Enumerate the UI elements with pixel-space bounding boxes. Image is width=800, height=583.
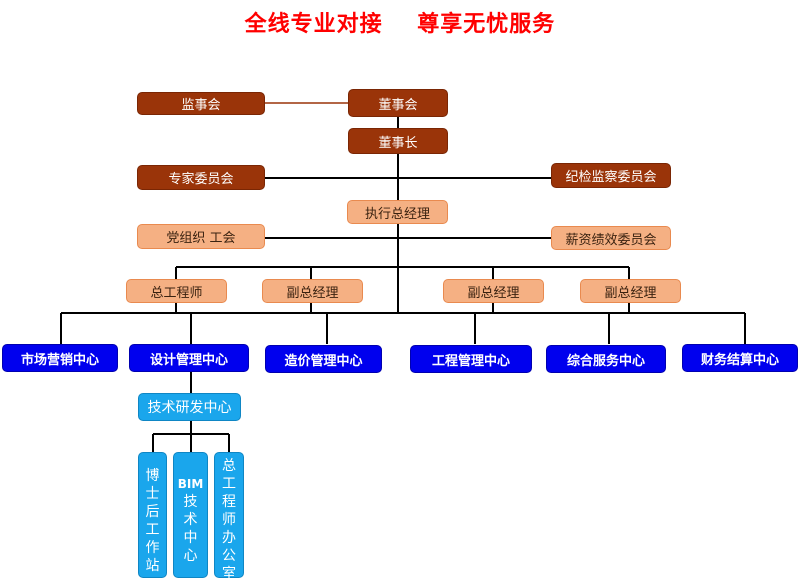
expert-committee-node[interactable]: 专家委员会 bbox=[137, 165, 265, 190]
node-label-char: 公 bbox=[222, 548, 236, 564]
center-general-services-node[interactable]: 综合服务中心 bbox=[546, 345, 666, 373]
node-label-char: BIM bbox=[177, 477, 204, 491]
node-label-char: 博 bbox=[145, 468, 160, 484]
node-label: 综合服务中心 bbox=[566, 353, 645, 369]
node-label: 设计管理中心 bbox=[149, 352, 228, 368]
node-label-char: 作 bbox=[145, 540, 160, 556]
node-label-char: 室 bbox=[222, 566, 236, 582]
node-label: 监事会 bbox=[181, 98, 221, 113]
center-marketing-node[interactable]: 市场营销中心 bbox=[2, 344, 118, 372]
node-label-char: 技 bbox=[183, 494, 198, 510]
node-label: 副总经理 bbox=[467, 285, 520, 301]
node-label: 董事会 bbox=[378, 97, 418, 113]
node-label-char: 后 bbox=[145, 504, 160, 520]
chief-engineer-office-node[interactable]: 总 工 程 师 办 公 室 bbox=[214, 452, 244, 582]
node-label: 纪检监察委员会 bbox=[565, 170, 657, 185]
rd-center-node[interactable]: 技术研发中心 bbox=[138, 393, 241, 421]
node-label: 专家委员会 bbox=[168, 172, 234, 187]
node-label-char: 工 bbox=[222, 476, 236, 492]
node-label: 副总经理 bbox=[604, 285, 657, 301]
node-label-char: 站 bbox=[145, 558, 160, 574]
compensation-committee-node[interactable]: 薪资绩效委员会 bbox=[551, 226, 671, 250]
node-label: 董事长 bbox=[378, 135, 418, 151]
bim-center-node[interactable]: BIM 技 术 中 心 bbox=[173, 452, 208, 578]
supervisory-board-node[interactable]: 监事会 bbox=[137, 92, 265, 115]
center-finance-node[interactable]: 财务结算中心 bbox=[682, 344, 798, 372]
deputy-gm-node[interactable]: 副总经理 bbox=[262, 279, 363, 303]
chief-engineer-node[interactable]: 总工程师 bbox=[126, 279, 227, 303]
center-engineering-node[interactable]: 工程管理中心 bbox=[410, 345, 532, 373]
node-label: 技术研发中心 bbox=[147, 400, 232, 416]
node-label-char: 中 bbox=[183, 530, 198, 546]
node-label-char: 师 bbox=[222, 512, 236, 528]
node-label-char: 总 bbox=[222, 458, 236, 474]
party-union-node[interactable]: 党组织 工会 bbox=[137, 224, 265, 249]
node-label: 薪资绩效委员会 bbox=[565, 232, 657, 248]
node-label: 工程管理中心 bbox=[431, 353, 510, 369]
node-label: 总工程师 bbox=[150, 285, 203, 301]
board-of-directors-node[interactable]: 董事会 bbox=[348, 89, 448, 117]
postdoc-station-node[interactable]: 博 士 后 工 作 站 bbox=[138, 452, 167, 578]
node-label-char: 士 bbox=[145, 486, 160, 502]
node-label: 市场营销中心 bbox=[20, 352, 99, 368]
node-label: 执行总经理 bbox=[364, 206, 430, 222]
chairman-node[interactable]: 董事长 bbox=[348, 128, 448, 154]
executive-gm-node[interactable]: 执行总经理 bbox=[347, 200, 448, 224]
node-label-char: 工 bbox=[145, 522, 160, 538]
deputy-gm-node[interactable]: 副总经理 bbox=[580, 279, 681, 303]
page-title: 全线专业对接 尊享无忧服务 bbox=[244, 12, 556, 37]
center-design-node[interactable]: 设计管理中心 bbox=[129, 344, 249, 372]
node-label-char: 心 bbox=[183, 548, 198, 564]
node-label-char: 程 bbox=[222, 494, 236, 510]
node-label: 财务结算中心 bbox=[700, 352, 779, 368]
discipline-committee-node[interactable]: 纪检监察委员会 bbox=[551, 163, 671, 188]
node-label: 副总经理 bbox=[286, 285, 339, 301]
deputy-gm-node[interactable]: 副总经理 bbox=[443, 279, 544, 303]
node-label: 造价管理中心 bbox=[284, 353, 363, 369]
node-label: 党组织 工会 bbox=[166, 231, 236, 246]
center-cost-node[interactable]: 造价管理中心 bbox=[265, 345, 382, 373]
node-label-char: 办 bbox=[222, 530, 236, 546]
node-label-char: 术 bbox=[183, 512, 198, 528]
